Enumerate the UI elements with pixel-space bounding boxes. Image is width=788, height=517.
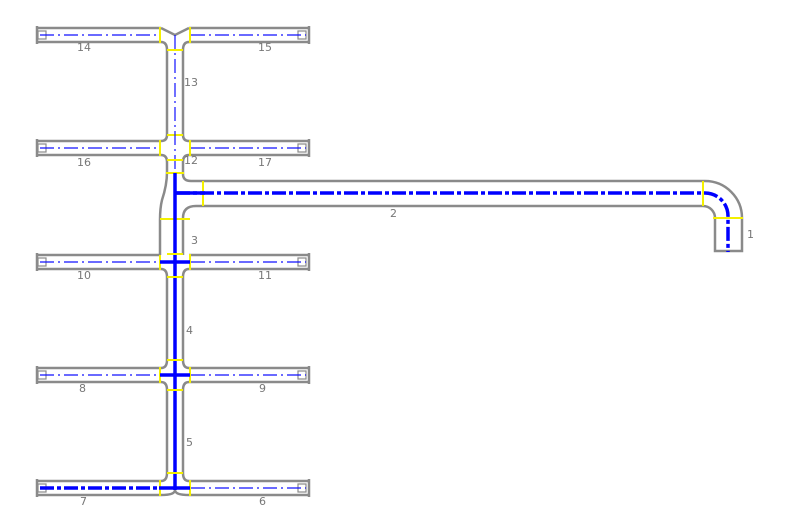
segment-label-16: 16	[77, 156, 91, 169]
segment-label-15: 15	[258, 41, 272, 54]
segment-label-2: 2	[390, 207, 397, 220]
segment-label-13: 13	[184, 76, 198, 89]
segment-label-12: 12	[184, 154, 198, 167]
trunk-duct	[160, 40, 190, 143]
branch-duct	[35, 366, 311, 384]
main-duct	[181, 153, 744, 255]
trunk-duct	[160, 380, 190, 483]
tee-fitting	[160, 489, 190, 497]
segment-label-1: 1	[747, 228, 754, 241]
main-centerline	[176, 191, 730, 252]
segment-label-10: 10	[77, 269, 91, 282]
segment-label-7: 7	[80, 495, 87, 508]
branch-duct	[35, 26, 311, 44]
tee-fitting	[160, 26, 190, 37]
trunk-duct	[160, 267, 190, 370]
segment-label-4: 4	[186, 324, 193, 337]
segment-label-8: 8	[79, 382, 86, 395]
segment-label-17: 17	[258, 156, 272, 169]
segment-label-3: 3	[191, 234, 198, 247]
segment-label-6: 6	[259, 495, 266, 508]
segment-label-5: 5	[186, 436, 193, 449]
segment-label-14: 14	[77, 41, 91, 54]
branch-duct	[35, 253, 311, 271]
segment-label-9: 9	[259, 382, 266, 395]
transition-duct	[158, 153, 169, 255]
branch-duct	[35, 139, 311, 157]
branch-duct	[35, 479, 311, 497]
segment-label-11: 11	[258, 269, 272, 282]
